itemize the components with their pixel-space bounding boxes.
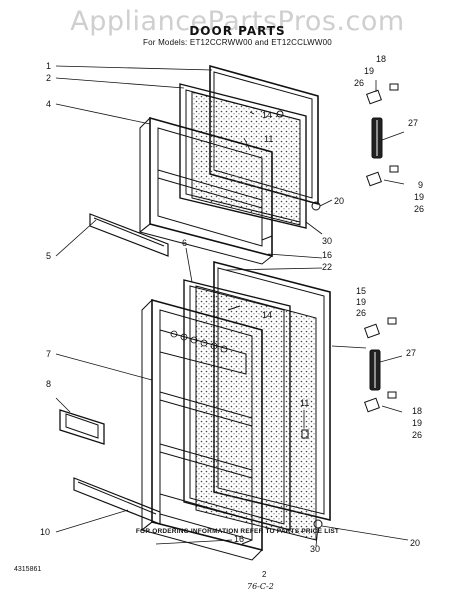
callout-1: 1 [46, 61, 51, 71]
lower-door-gasket [183, 279, 291, 531]
lower-callouts: 6 16 22 14 7 8 11 10 16 30 20 15 19 26 2… [40, 238, 422, 554]
callout-5: 5 [46, 251, 51, 261]
callout-19d: 19 [412, 418, 422, 428]
page-subtitle: For Models: ET12CCRWW00 and ET12CCLWW00 [143, 38, 332, 47]
callout-14b: 14 [262, 310, 272, 320]
callout-16b: 16 [234, 534, 244, 544]
callout-2: 2 [46, 73, 51, 83]
upper-door-liner [138, 116, 274, 265]
callout-27b: 27 [406, 348, 416, 358]
callout-16: 16 [322, 250, 332, 260]
callout-19c: 19 [356, 297, 366, 307]
handwritten-note: 76-C-2 [247, 582, 274, 591]
callout-26: 26 [354, 78, 364, 88]
callout-18: 18 [376, 54, 386, 64]
callout-6: 6 [182, 238, 187, 248]
callout-8: 8 [46, 379, 51, 389]
callout-9: 9 [418, 180, 423, 190]
callout-22: 22 [322, 262, 332, 272]
callout-15: 15 [356, 286, 366, 296]
lower-door-shelf [73, 477, 161, 525]
upper-callouts: 1 2 4 14 11 5 30 20 18 19 26 27 9 19 26 [46, 54, 424, 261]
page-title: DOOR PARTS [189, 24, 286, 38]
callout-4: 4 [46, 99, 51, 109]
callout-leaders [55, 65, 409, 547]
upper-door-gasket [179, 83, 307, 229]
callout-27: 27 [408, 118, 418, 128]
callout-7: 7 [46, 349, 51, 359]
callout-30b: 30 [310, 544, 320, 554]
callout-26d: 26 [412, 430, 422, 440]
page-number: 2 [262, 570, 267, 579]
callout-18b: 18 [412, 406, 422, 416]
callout-19b: 19 [414, 192, 424, 202]
callout-30: 30 [322, 236, 332, 246]
callout-14: 14 [262, 110, 272, 120]
callout-20: 20 [334, 196, 344, 206]
callout-26c: 26 [356, 308, 366, 318]
butter-compartment-door [59, 409, 105, 445]
callout-26b: 26 [414, 204, 424, 214]
upper-hinge-assembly [261, 83, 399, 241]
lower-hinge-assembly [227, 305, 397, 545]
callout-19: 19 [364, 66, 374, 76]
callout-11: 11 [264, 134, 273, 144]
callout-20b: 20 [410, 538, 420, 548]
lower-door-insulation [195, 285, 317, 541]
ordering-note: FOR ORDERING INFORMATION REFER TO PARTS … [135, 528, 340, 535]
document-number: 4315861 [14, 566, 42, 573]
watermark: AppliancePartsPros.com [70, 6, 405, 37]
callout-10: 10 [40, 527, 50, 537]
upper-door-shelf [89, 213, 169, 257]
callout-11b: 11 [300, 398, 309, 408]
